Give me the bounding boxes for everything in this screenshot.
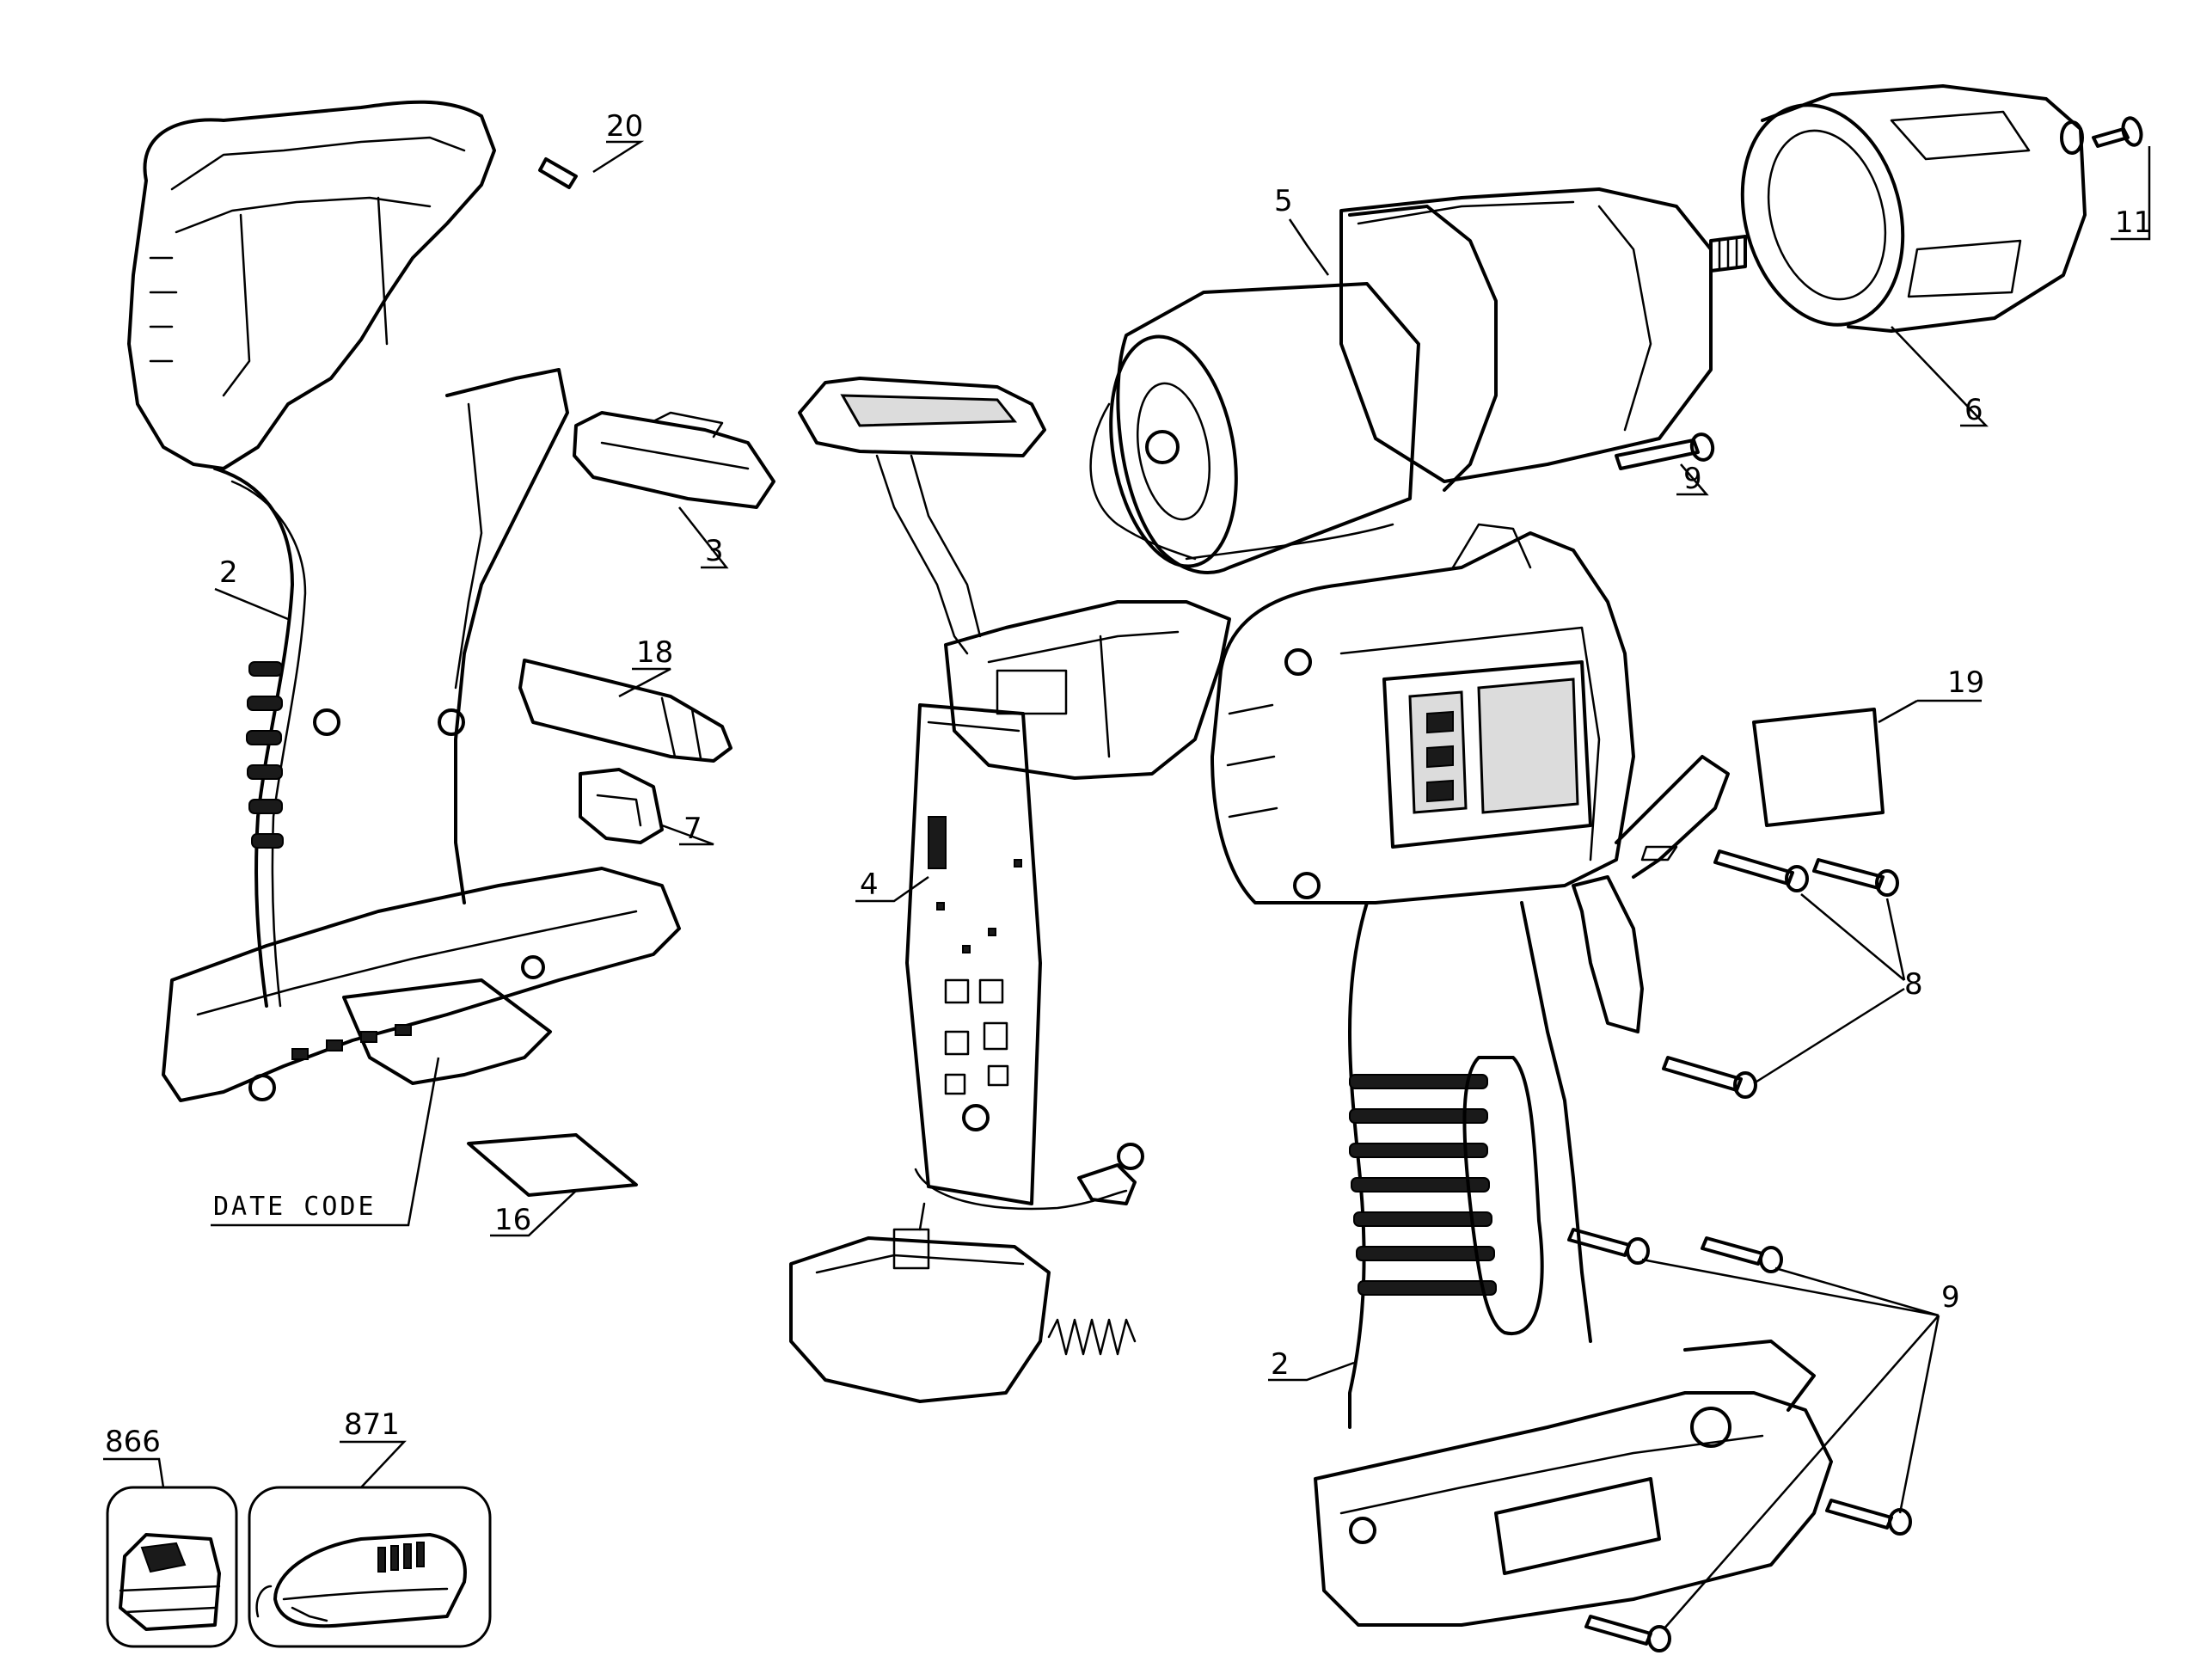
nose-cover-icon [1740,84,2087,333]
motor-gearbox-icon [1089,187,1747,574]
leader-7 [661,824,714,846]
leader-date-code [211,1057,440,1227]
leader-2-left [214,587,289,621]
bit-clip-icon [579,768,664,844]
date-code-label-icon [467,1133,638,1197]
pin-20-icon [538,157,578,189]
leader-18 [618,667,671,698]
battery-pack-icon [106,1486,238,1648]
leader-5 [1288,218,1330,276]
direction-switch-icon [573,411,775,509]
leader-3 [678,506,729,569]
pcb-trigger-switch-icon [789,377,1231,1403]
callout-18: 18 [636,635,673,670]
screwdriver-bit-icon [518,659,732,763]
callout-8: 8 [1904,967,1923,1002]
callout-19: 19 [1947,665,1984,700]
screw-11-icon [2092,116,2143,148]
callout-16: 16 [494,1203,531,1237]
leader-4 [855,875,929,903]
leader-9-lower [1641,1258,1940,1630]
callout-2-right: 2 [1271,1347,1290,1382]
housing-assembled-right-icon [1210,523,1833,1627]
callout-871: 871 [344,1407,400,1442]
nameplate-label-icon [1752,708,1885,827]
callout-7: 7 [683,812,702,846]
callout-11: 11 [2115,205,2152,240]
charger-icon [248,1486,492,1648]
callout-9-lower: 9 [1941,1280,1960,1315]
leader-6 [1891,326,1989,427]
date-code-text: DATE CODE [213,1192,377,1222]
leader-866 [103,1457,165,1488]
callout-866: 866 [105,1425,161,1459]
leader-9-upper [1676,463,1709,496]
screw-set-9-lower-icon [1567,1228,1912,1652]
housing-half-left-icon [127,100,681,1102]
screw-set-9-icon [1615,432,1715,470]
leader-871 [340,1440,407,1488]
callout-20: 20 [606,109,643,144]
callout-6: 6 [1964,393,1983,427]
leader-20 [592,140,645,174]
leader-11 [2111,146,2151,241]
callout-4: 4 [860,868,879,902]
leader-8 [1753,893,1906,1085]
leader-16 [490,1190,577,1237]
callout-2-left: 2 [219,555,238,590]
leader-19 [1878,699,1982,724]
screw-set-8-icon [1662,849,1899,1099]
leader-2-right [1268,1361,1355,1382]
callout-5: 5 [1274,184,1293,218]
